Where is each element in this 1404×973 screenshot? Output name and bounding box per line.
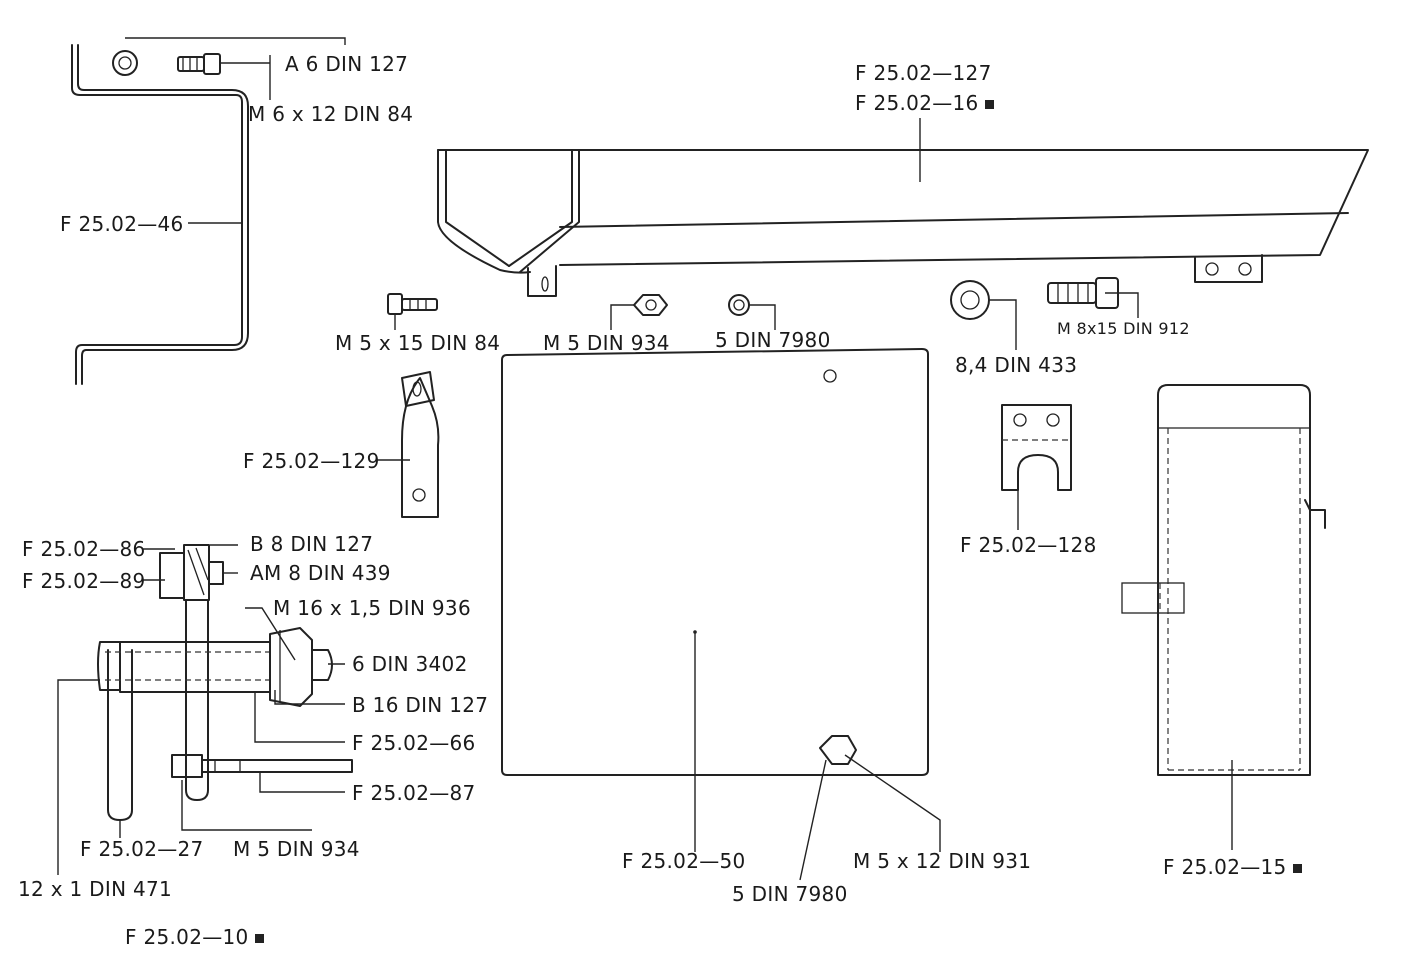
label-m5-din934-bottom: M 5 DIN 934 (233, 837, 360, 861)
label-b16-din127: B 16 DIN 127 (352, 693, 489, 717)
label-a6-din127: A 6 DIN 127 (285, 52, 409, 76)
label-m5x12-din931: M 5 x 12 DIN 931 (853, 849, 1032, 873)
label-f-25-02-89: F 25.02—89 (22, 569, 146, 593)
leader-washer-5-bottom (799, 759, 827, 881)
filled-square-marker (984, 100, 994, 109)
leader-washer-8-4 (989, 299, 1017, 350)
plate-f-25-02-50 (501, 348, 929, 776)
label-f-25-02-27: F 25.02—27 (80, 837, 204, 861)
label-m8x15-din912: M 8x15 DIN 912 (1057, 319, 1190, 338)
label-f-25-02-66: F 25.02—66 (352, 731, 476, 755)
leader-m16 (245, 607, 296, 661)
washer-5-top (728, 294, 750, 316)
label-f-25-02-15: F 25.02—15 (1163, 856, 1302, 878)
leader-m8x15 (1105, 292, 1139, 318)
leader-a6 (125, 37, 346, 45)
label-12x1-din471: 12 x 1 DIN 471 (18, 877, 173, 901)
label-f-25-02-10-text: F 25.02—10 (125, 925, 249, 949)
label-f-25-02-46: F 25.02—46 (60, 212, 184, 236)
leader-nut-m5-top (610, 304, 634, 330)
filled-square-marker (1292, 864, 1302, 873)
label-f-25-02-10: F 25.02—10 (125, 926, 264, 948)
leader-f66 (254, 692, 345, 743)
nut-m5-top (633, 294, 668, 316)
leader-washer-5-top (749, 304, 776, 330)
screw-m6x12 (177, 53, 221, 75)
label-f-25-02-50: F 25.02—50 (622, 849, 746, 873)
label-f-25-02-15-text: F 25.02—15 (1163, 855, 1287, 879)
label-f-25-02-87: F 25.02—87 (352, 781, 476, 805)
cover-f-25-02-15 (1121, 384, 1326, 776)
label-m16-din936: M 16 x 1,5 DIN 936 (273, 596, 471, 620)
screw-m5x15 (387, 293, 438, 315)
leader-m5x12 (844, 754, 941, 852)
label-f-25-02-129: F 25.02—129 (243, 449, 380, 473)
label-f-25-02-16-text: F 25.02—16 (855, 91, 979, 115)
filled-square-marker (254, 934, 264, 943)
clip-f-25-02-128 (1001, 404, 1072, 491)
label-5-din7980-bottom: 5 DIN 7980 (732, 882, 848, 906)
bent-rod-f-25-02-46 (71, 44, 249, 385)
label-m5x15-din84: M 5 x 15 DIN 84 (335, 331, 501, 355)
leader-b16 (274, 690, 345, 705)
leader-f87 (259, 772, 345, 793)
label-m5-din934-top: M 5 DIN 934 (543, 331, 670, 355)
label-b8-din127: B 8 DIN 127 (250, 532, 374, 556)
bracket-f-25-02-129 (401, 371, 440, 518)
label-f-25-02-16: F 25.02—16 (855, 92, 994, 114)
label-f-25-02-86: F 25.02—86 (22, 537, 146, 561)
label-6-din3402: 6 DIN 3402 (352, 652, 468, 676)
label-8-4-din433: 8,4 DIN 433 (955, 353, 1078, 377)
label-5-din7980-top: 5 DIN 7980 (715, 328, 831, 352)
washer-a6 (112, 50, 138, 76)
label-f-25-02-127: F 25.02—127 (855, 61, 992, 85)
label-m6x12-din84: M 6 x 12 DIN 84 (248, 102, 414, 126)
label-f-25-02-128: F 25.02—128 (960, 533, 1097, 557)
leader-12x1 (57, 679, 100, 875)
washer-8-4 (950, 280, 990, 320)
tray-f-25-02-127 (437, 149, 1369, 297)
label-am8-din439: AM 8 DIN 439 (250, 561, 391, 585)
leader-m5-bottom (181, 780, 312, 831)
